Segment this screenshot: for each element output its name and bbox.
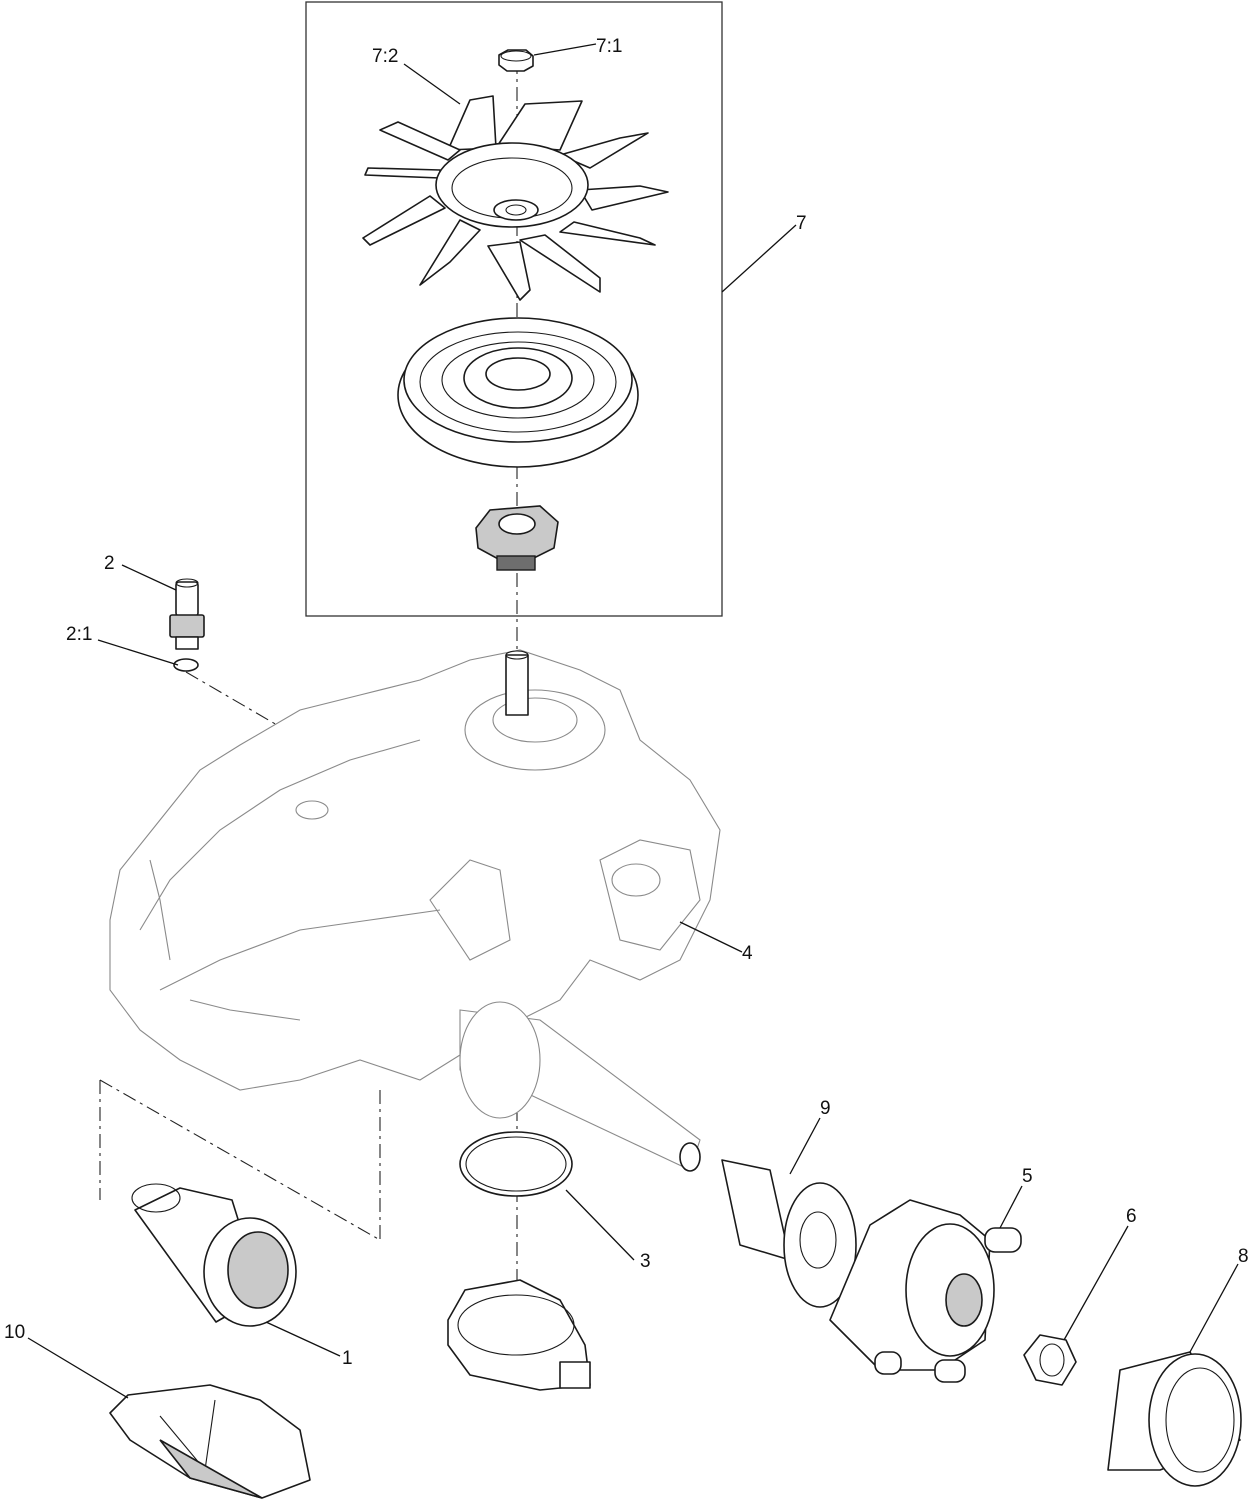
kit-frame-7 [305,1,723,617]
oil-filter-1 [131,1183,297,1327]
callout-2-1: 2:1 [66,624,92,645]
callout-10: 10 [4,1322,25,1343]
filter-guide-lines [99,1079,381,1241]
thrust-washer-9 [721,1159,857,1308]
callout-4: 4 [742,943,753,964]
callout-9: 9 [820,1098,831,1119]
callout-7-1: 7:1 [596,36,622,57]
leader-lines [27,43,1239,1399]
drive-hub [475,505,559,571]
callout-1: 1 [342,1348,353,1369]
pulley [397,317,639,468]
lug-nut-6 [1023,1334,1077,1386]
input-shaft [505,650,529,716]
o-ring-3 [459,1131,573,1197]
callout-2: 2 [104,553,115,574]
transaxle-housing [109,649,721,1091]
callout-7: 7 [796,213,807,234]
callout-5: 5 [1022,1166,1033,1187]
cap-8 [1107,1351,1242,1487]
callout-6: 6 [1126,1206,1137,1227]
fitting-2 [169,578,205,650]
wheel-hub-5 [829,1199,1022,1383]
guard-10 [109,1384,311,1499]
nut-7-1 [498,49,534,72]
fan-7-2 [362,95,669,301]
filter-cover [447,1279,591,1391]
o-ring-2-1 [173,658,199,672]
axle-shaft [459,1001,701,1172]
callout-3: 3 [640,1251,651,1272]
callout-7-2: 7:2 [372,46,398,67]
callout-8: 8 [1238,1246,1249,1267]
